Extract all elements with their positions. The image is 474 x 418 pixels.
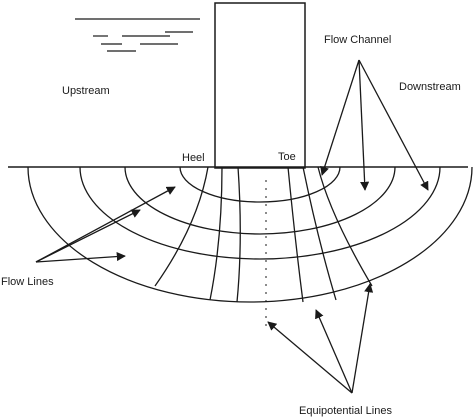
equipotential-arrow-2 — [315, 309, 353, 394]
flow-channel-arrow-2 — [358, 59, 370, 191]
flow-channel-arrow-3 — [358, 59, 429, 191]
equipotential-arrow-3 — [351, 283, 374, 394]
equipotential-line-4 — [287, 166, 304, 303]
equipotential-arrow-1 — [267, 321, 353, 394]
heel-label: Heel — [182, 152, 205, 164]
flow-channel-arrows — [320, 59, 429, 191]
flow-lines-arrow-1 — [35, 186, 176, 263]
equipotential-lines-label: Equipotential Lines — [299, 405, 392, 417]
flow-lines — [27, 166, 473, 303]
dam-structure — [214, 2, 306, 169]
equipotential-line-2 — [209, 166, 223, 301]
toe-label: Toe — [278, 151, 296, 163]
equipotential-lines-arrows — [267, 283, 374, 394]
flow-lines-arrows — [35, 186, 176, 263]
downstream-label: Downstream — [399, 81, 461, 93]
equipotential-line-6 — [317, 166, 373, 287]
equipotential-line-1 — [154, 166, 209, 287]
equipotential-line-5 — [302, 166, 337, 301]
water-surface-symbol — [75, 18, 200, 52]
flow-line-1 — [179, 166, 341, 203]
flow-line-4 — [27, 166, 473, 303]
flow-channel-arrow-1 — [320, 59, 360, 176]
flow-lines-arrow-3 — [35, 252, 126, 263]
equipotential-line-3 — [236, 166, 241, 303]
flow-channel-label: Flow Channel — [324, 34, 391, 46]
flow-line-3 — [79, 166, 441, 260]
flow-lines-label: Flow Lines — [1, 276, 54, 288]
upstream-label: Upstream — [62, 85, 110, 97]
equipotential-lines — [154, 166, 373, 303]
flow-lines-arrow-2 — [35, 209, 141, 263]
flow-line-2 — [124, 166, 396, 235]
